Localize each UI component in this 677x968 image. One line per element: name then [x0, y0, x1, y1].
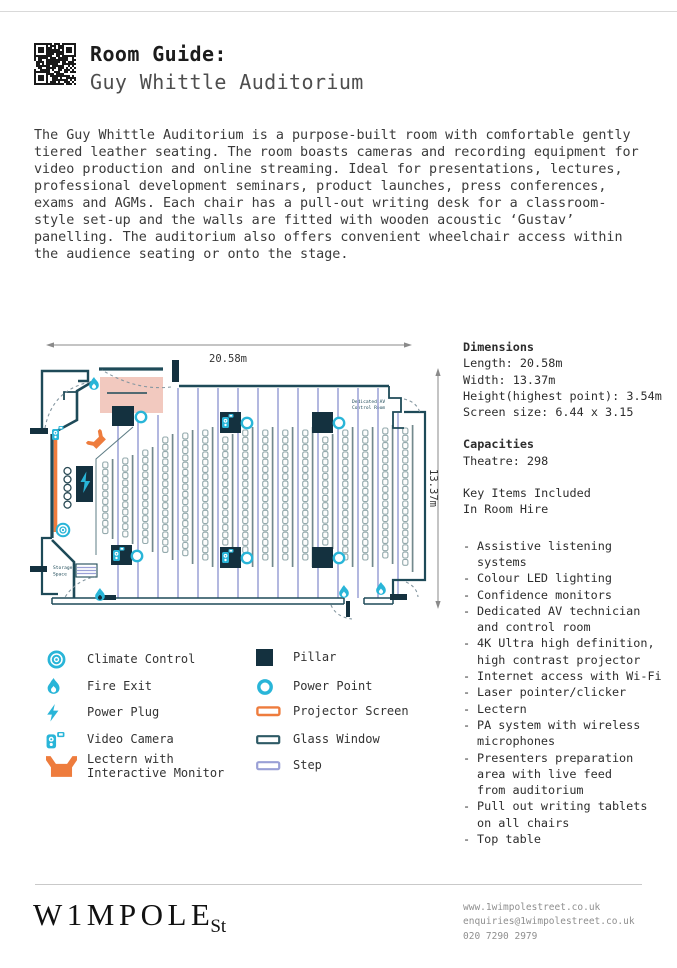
width-dimension-label: 13.37m	[427, 469, 439, 507]
video-camera-icon	[52, 426, 64, 440]
glass-window-icon	[256, 734, 293, 745]
footer-rule	[35, 884, 642, 885]
video-camera-icon	[46, 731, 87, 749]
fire-exit-icon	[95, 588, 105, 601]
power-plug-icon	[46, 704, 87, 722]
legend-row-pillar: Pillar	[256, 649, 336, 666]
capacities-heading: Capacities	[463, 437, 535, 452]
key-items-heading: Key Items Included In Room Hire	[463, 486, 591, 517]
power-point-icon	[332, 551, 346, 565]
dimension-arrows	[46, 342, 441, 609]
legend-row-step: Step	[256, 758, 322, 773]
qr-code	[34, 43, 76, 85]
power-point-icon	[332, 416, 346, 430]
step-icon	[256, 760, 293, 771]
door-leaves	[30, 360, 407, 617]
seating-rows	[102, 388, 414, 598]
power-plug-icon	[80, 471, 91, 493]
video-camera-icon	[222, 549, 234, 563]
footer-website: www.1wimpolestreet.co.uk	[463, 902, 601, 913]
title-line-2: Guy Whittle Auditorium	[90, 70, 364, 94]
capacities-list: Theatre: 298	[463, 453, 668, 469]
pillar	[312, 412, 333, 433]
top-rule	[0, 11, 677, 12]
fire-exit-icon	[376, 582, 386, 595]
top-table-chairs	[63, 466, 72, 509]
fire-exit-icon	[89, 377, 99, 390]
power-point-icon	[240, 551, 254, 565]
dimension-line: Screen size: 6.44 x 3.15	[463, 405, 634, 420]
footer-phone: 020 7290 2979	[463, 930, 538, 942]
walls	[30, 360, 427, 620]
key-item: Colour LED lighting	[463, 570, 668, 587]
key-item: Internet access with Wi-Fi	[463, 668, 668, 685]
av-room-label-2: Control Room	[352, 405, 385, 411]
page-title: Room Guide: Guy Whittle Auditorium	[90, 41, 364, 95]
legend-row-glass-window: Glass Window	[256, 732, 380, 747]
key-item: Dedicated AV technician and control room	[463, 603, 668, 636]
legend-row-fire-exit: Fire Exit	[46, 678, 152, 695]
legend-row-projector-screen: Projector Screen	[256, 704, 409, 719]
video-camera-icon	[113, 547, 125, 561]
dimension-line: Length: 20.58m	[463, 356, 563, 371]
dimensions-heading: Dimensions	[463, 340, 535, 354]
legend-row-power-plug: Power Plug	[46, 704, 159, 722]
key-item: Lectern	[463, 701, 668, 718]
legend-row-video-camera: Video Camera	[46, 731, 174, 749]
key-item: Presenters preparation area with live fe…	[463, 750, 668, 799]
power-point-icon	[240, 416, 254, 430]
video-camera-icon	[222, 414, 234, 428]
capacity-line: Theatre: 298	[463, 453, 549, 468]
legend-row-climate-control: Climate Control	[46, 649, 195, 670]
fire-exit-icon	[46, 678, 87, 695]
pillar	[112, 406, 134, 426]
climate-control-icon	[46, 649, 87, 670]
footer-contact: www.1wimpolestreet.co.uk enquiries@1wimp…	[463, 901, 635, 944]
key-item: Confidence monitors	[463, 587, 668, 604]
intro-paragraph: The Guy Whittle Auditorium is a purpose-…	[34, 128, 639, 262]
dimension-line: Height(highest point): 3.54m	[463, 388, 662, 403]
projector-screen-icon	[256, 706, 293, 717]
wimpole-logo: W1MPOLESt	[33, 897, 227, 937]
power-point-icon	[256, 678, 293, 696]
pillar-icon	[256, 649, 293, 666]
pillar	[312, 547, 333, 568]
av-room-label-1: Dedicated AV	[352, 399, 385, 405]
dimension-line: Width: 13.37m	[463, 372, 556, 387]
key-item: PA system with wireless microphones	[463, 717, 668, 750]
power-point-icon	[130, 549, 144, 563]
power-point-icon	[134, 410, 148, 424]
lectern-icon	[46, 756, 87, 777]
legend-row-lectern: Lectern with Interactive Monitor	[46, 752, 224, 780]
key-item: 4K Ultra high definition, high contrast …	[463, 635, 668, 668]
title-line-1: Room Guide:	[90, 42, 227, 66]
storage-label-2: Space	[53, 572, 67, 578]
key-items-list: Assistive listening systemsColour LED li…	[463, 538, 668, 848]
fire-exit-icon	[339, 585, 349, 598]
storage-label-1: Storage	[53, 565, 73, 571]
key-item: Top table	[463, 831, 668, 848]
footer-email: enquiries@1wimpolestreet.co.uk	[463, 916, 635, 928]
door-swings	[44, 369, 421, 620]
legend-row-power-point: Power Point	[256, 678, 372, 696]
key-item: Assistive listening systems	[463, 538, 668, 571]
length-dimension-label: 20.58m	[209, 353, 247, 365]
lectern-icon	[85, 428, 106, 449]
dimension-lines	[48, 344, 439, 607]
key-item: Pull out writing tablets on all chairs	[463, 798, 668, 831]
floor-plan: 20.58m 13.37m	[30, 342, 441, 620]
storage-step	[75, 563, 98, 578]
climate-control-icon	[55, 522, 71, 538]
key-item: Laser pointer/clicker	[463, 684, 668, 701]
